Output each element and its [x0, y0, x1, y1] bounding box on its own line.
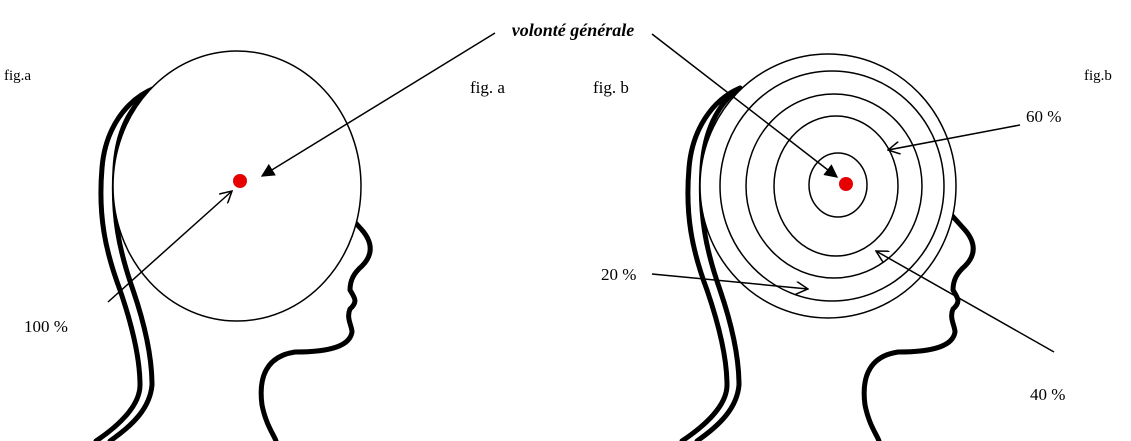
fig-b-inner-label: fig. b — [593, 78, 629, 97]
figure-b: fig. b fig.b 60 % 20 % 40 % — [593, 34, 1112, 441]
percent-40-label: 40 % — [1030, 385, 1065, 404]
fig-a-inner-label: fig. a — [470, 78, 505, 97]
percent-60-label: 60 % — [1026, 107, 1061, 126]
percent-20-label: 20 % — [601, 265, 636, 284]
title-volonte-generale: volonté générale — [512, 20, 634, 40]
percent-100-label: 100 % — [24, 317, 68, 336]
fig-b-corner-label: fig.b — [1084, 68, 1112, 84]
general-will-dot-a — [233, 174, 247, 188]
general-will-dot-b — [839, 177, 853, 191]
fig-a-corner-label: fig.a — [4, 68, 31, 84]
figure-a: fig.a fig. a 100 % — [4, 33, 505, 441]
